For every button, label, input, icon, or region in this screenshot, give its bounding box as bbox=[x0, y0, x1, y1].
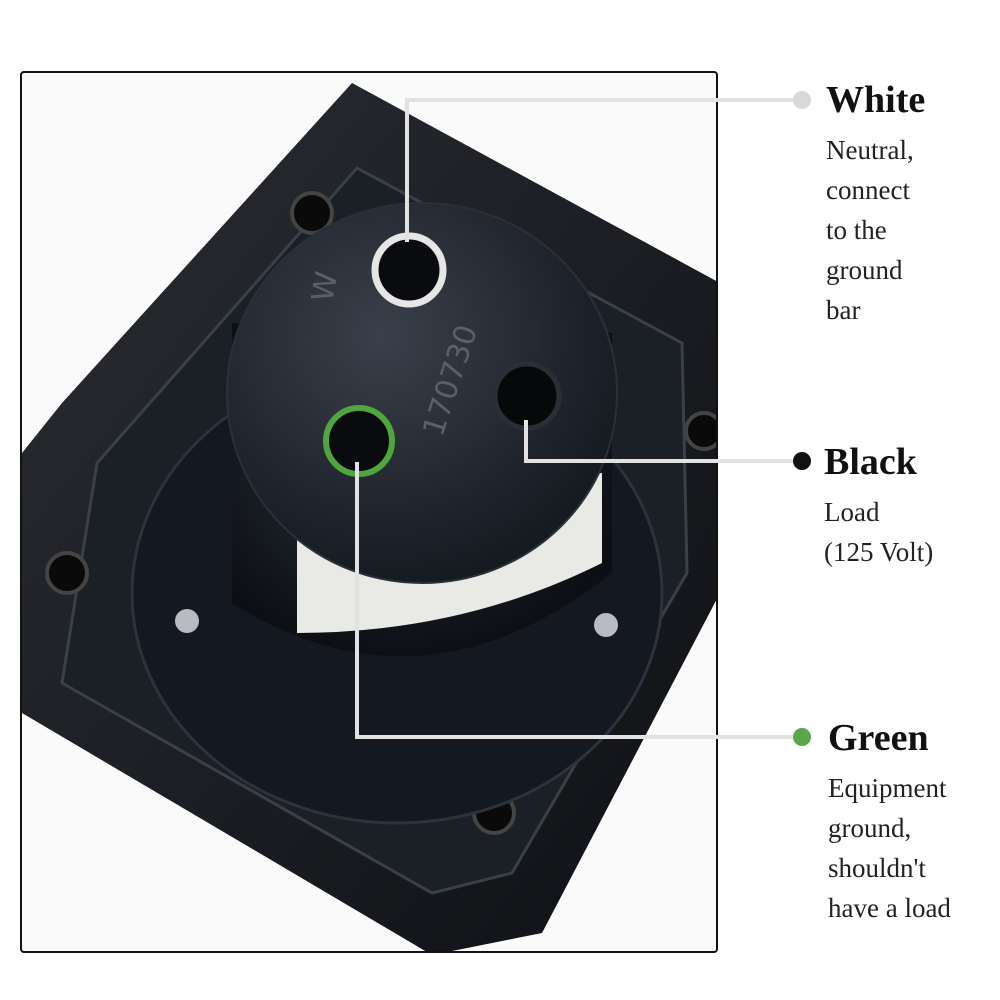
callout-description: Equipment ground, shouldn't have a load bbox=[828, 772, 951, 923]
callout-green: Green Equipment ground, shouldn't have a… bbox=[828, 717, 998, 928]
callout-dot-white bbox=[793, 91, 811, 109]
callout-dot-green bbox=[793, 728, 811, 746]
callout-title: Black bbox=[824, 441, 917, 483]
callout-title: Green bbox=[828, 717, 929, 759]
metal-screw-right bbox=[594, 613, 618, 637]
ground-slot-green bbox=[323, 405, 395, 477]
callout-black: Black Load (125 Volt) bbox=[824, 441, 994, 572]
callout-description: Neutral, connect to the ground bar bbox=[826, 134, 914, 325]
callout-dot-black bbox=[793, 452, 811, 470]
callout-description: Load (125 Volt) bbox=[824, 496, 934, 567]
product-photo: W 170730 bbox=[20, 71, 718, 953]
metal-screw-left bbox=[175, 609, 199, 633]
callout-white: White Neutral, connect to the ground bar bbox=[826, 79, 996, 330]
neutral-slot-white bbox=[371, 232, 447, 308]
w-marking: W bbox=[305, 269, 345, 304]
load-slot-black bbox=[492, 361, 562, 431]
receptacle-illustration: W 170730 bbox=[22, 83, 716, 951]
callout-title: White bbox=[826, 79, 926, 121]
